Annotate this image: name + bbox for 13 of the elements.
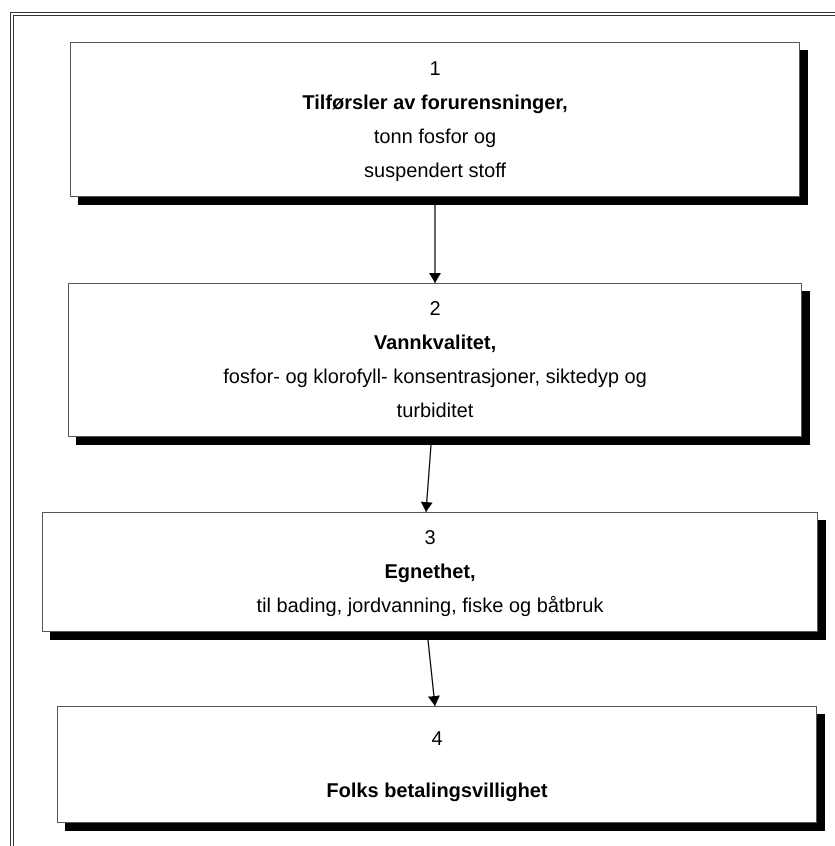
step-description: til bading, jordvanning, fiske og båtbruk	[256, 594, 604, 619]
step-title: Tilførsler av forurensninger,	[302, 90, 568, 116]
step-title: Egnethet,	[384, 560, 476, 585]
arrow	[427, 640, 440, 706]
step-number: 1	[429, 56, 441, 82]
step-number: 2	[429, 297, 441, 322]
arrow	[420, 444, 433, 512]
step-description: tonn fosfor og suspendert stoff	[363, 124, 507, 184]
step-number: 4	[431, 726, 443, 752]
step-title: Folks betalingsvillighet	[326, 778, 548, 804]
step-description: fosfor- og klorofyll- konsentrasjoner, siktedyp og turbiditet	[222, 365, 648, 424]
step-title: Vannkvalitet,	[374, 331, 496, 356]
step-number: 3	[424, 526, 436, 551]
